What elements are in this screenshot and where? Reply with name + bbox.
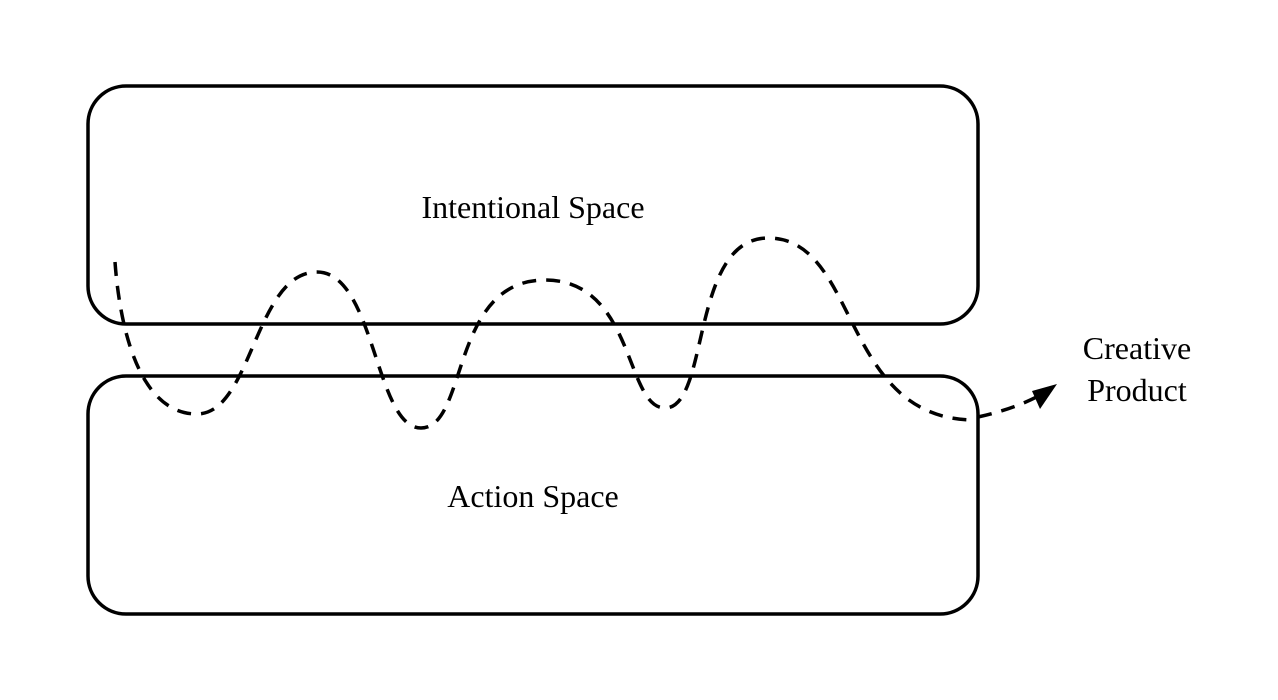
action-space-label: Action Space — [447, 478, 619, 514]
output-arrowhead — [1032, 384, 1057, 409]
creative-product-label-line1: Creative — [1083, 330, 1191, 366]
intentional-space-label: Intentional Space — [421, 189, 644, 225]
creative-process-wave — [113, 236, 976, 430]
action-space-box — [86, 374, 980, 616]
creative-product-label-line2: Product — [1087, 372, 1187, 408]
intentional-space-box — [86, 84, 980, 326]
output-arrow — [977, 391, 1045, 419]
